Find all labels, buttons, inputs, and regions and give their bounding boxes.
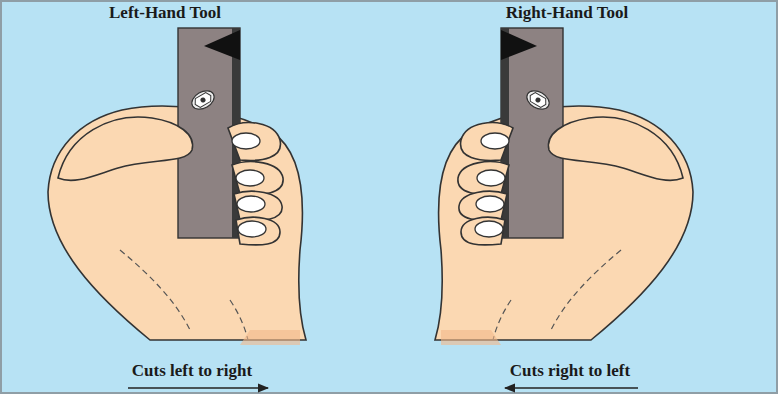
left-hand-illustration bbox=[48, 28, 306, 345]
direction-arrow bbox=[505, 387, 638, 389]
cut-direction-caption: Cuts left to right bbox=[132, 361, 252, 381]
tool-heading: Right-Hand Tool bbox=[506, 3, 628, 23]
direction-arrow bbox=[128, 387, 268, 389]
cut-direction-caption: Cuts right to left bbox=[510, 361, 630, 381]
tool-heading: Left-Hand Tool bbox=[109, 3, 221, 23]
right-hand-illustration bbox=[435, 28, 693, 345]
